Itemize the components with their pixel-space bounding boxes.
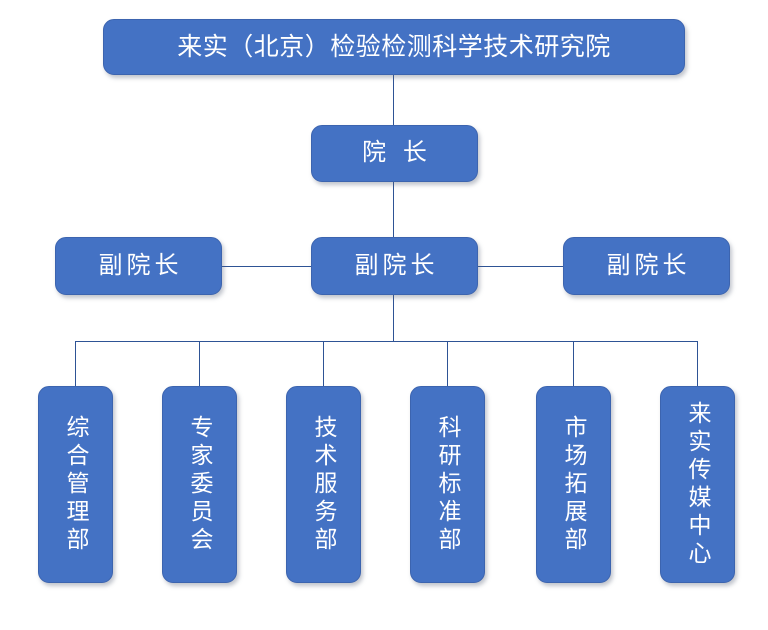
node-department-general-management[interactable]: 综合管理部 bbox=[38, 386, 113, 583]
connector-deputy-to-bus bbox=[393, 294, 394, 342]
node-institute[interactable]: 来实（北京）检验检测科学技术研究院 bbox=[103, 19, 685, 75]
node-deputy-director-right[interactable]: 副院长 bbox=[563, 237, 730, 295]
node-department-research-standards-label: 科研标准部 bbox=[435, 414, 461, 555]
node-department-media-center[interactable]: 来实传媒中心 bbox=[660, 386, 735, 583]
connector-bus-to-dept-2 bbox=[199, 341, 200, 387]
connector-bus-to-dept-6 bbox=[697, 341, 698, 387]
node-deputy-director-left[interactable]: 副院长 bbox=[55, 237, 222, 295]
connector-root-to-director bbox=[393, 74, 394, 126]
node-department-general-management-label: 综合管理部 bbox=[63, 414, 89, 555]
connector-deputy-center-to-left bbox=[222, 266, 312, 267]
node-department-market-development[interactable]: 市场拓展部 bbox=[536, 386, 611, 583]
node-department-expert-committee-label: 专家委员会 bbox=[187, 414, 213, 555]
node-department-media-center-label: 来实传媒中心 bbox=[685, 400, 711, 569]
node-institute-label: 来实（北京）检验检测科学技术研究院 bbox=[177, 33, 611, 61]
node-director-label: 院 长 bbox=[362, 139, 432, 167]
node-deputy-director-left-label: 副院长 bbox=[98, 251, 183, 279]
node-department-expert-committee[interactable]: 专家委员会 bbox=[162, 386, 237, 583]
connector-bus-to-dept-1 bbox=[75, 341, 76, 387]
node-department-technical-service-label: 技术服务部 bbox=[311, 414, 337, 555]
connector-department-bus bbox=[75, 341, 698, 342]
node-department-market-development-label: 市场拓展部 bbox=[561, 414, 587, 555]
connector-deputy-center-to-right bbox=[478, 266, 564, 267]
connector-director-to-deputy bbox=[393, 181, 394, 238]
node-deputy-director-center[interactable]: 副院长 bbox=[311, 237, 478, 295]
connector-bus-to-dept-5 bbox=[573, 341, 574, 387]
connector-bus-to-dept-3 bbox=[323, 341, 324, 387]
node-department-technical-service[interactable]: 技术服务部 bbox=[286, 386, 361, 583]
node-director[interactable]: 院 长 bbox=[311, 125, 478, 182]
node-deputy-director-center-label: 副院长 bbox=[354, 251, 439, 279]
connector-bus-to-dept-4 bbox=[447, 341, 448, 387]
node-department-research-standards[interactable]: 科研标准部 bbox=[410, 386, 485, 583]
node-deputy-director-right-label: 副院长 bbox=[606, 251, 691, 279]
